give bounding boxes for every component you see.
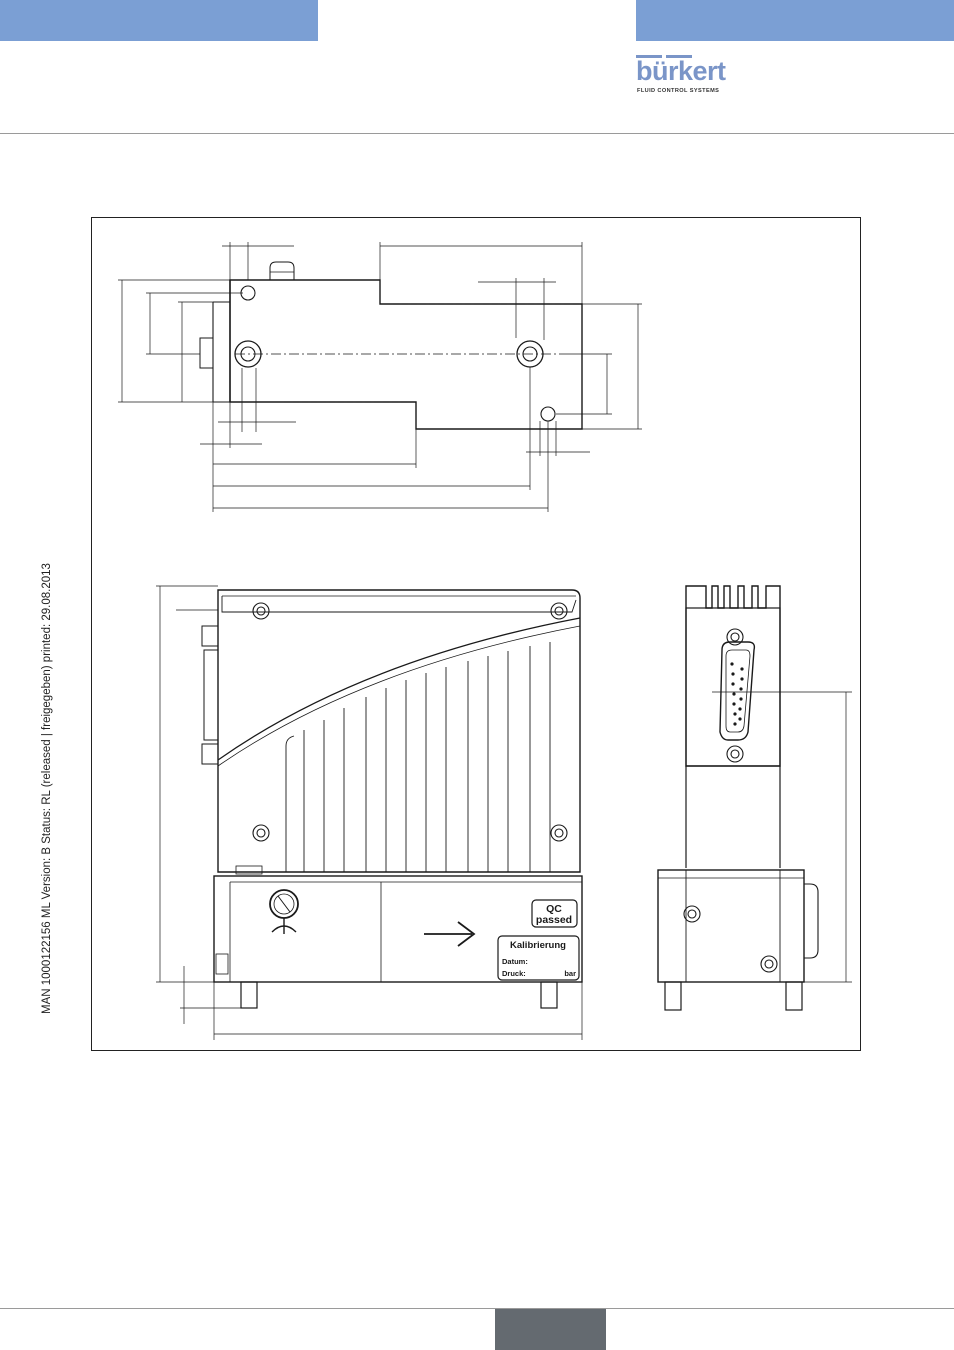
footer-rule bbox=[0, 1308, 954, 1309]
qc-label-line2: passed bbox=[536, 914, 572, 926]
page-number-tab bbox=[495, 1309, 606, 1350]
date-label: Datum: bbox=[502, 957, 528, 966]
pressure-unit: bar bbox=[564, 969, 576, 978]
calibration-label: Kalibrierung bbox=[510, 940, 566, 951]
side-view bbox=[658, 586, 852, 1010]
top-view bbox=[118, 242, 642, 512]
pressure-label: Druck: bbox=[502, 969, 526, 978]
